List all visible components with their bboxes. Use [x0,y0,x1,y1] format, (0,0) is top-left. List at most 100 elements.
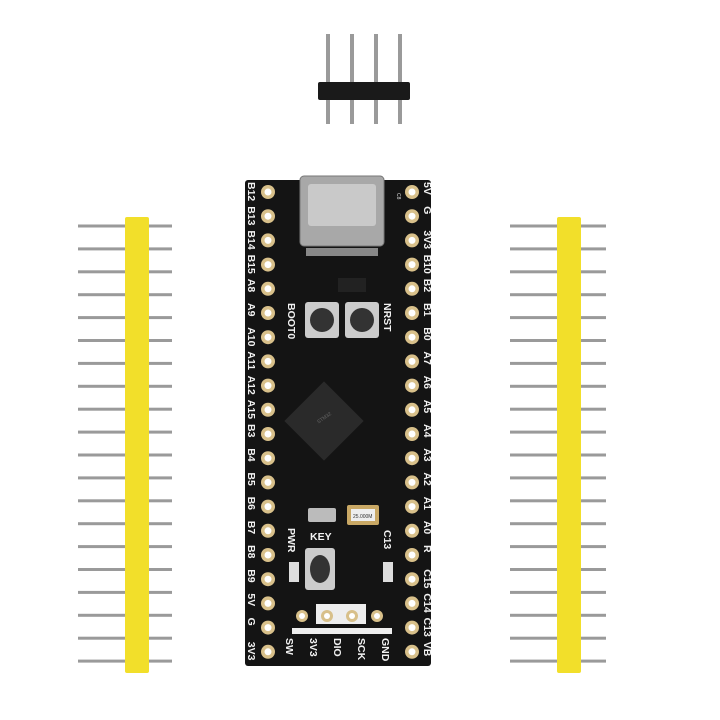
left-pin-header [78,217,172,673]
pin-hole [264,624,272,632]
pin-hole [264,478,272,486]
left-pin-label: A10 [245,327,257,346]
right-pin-label: B0 [421,327,433,341]
main-crystal-top [351,509,375,521]
pin-hole [408,478,416,486]
left-pin-label: B12 [245,182,257,201]
right-pin-label: A0 [421,521,433,535]
left-pin-label: B5 [245,472,257,486]
left-pin-label: B9 [245,569,257,583]
right-pin-label: C13 [421,618,433,637]
left-pin-label: A11 [245,351,257,370]
right-pin-label: C14 [421,593,433,612]
c13-led [383,562,393,582]
pin-hole [264,648,272,656]
left-pin-label: A15 [245,400,257,419]
right-pin-label: C15 [421,569,433,588]
pin-hole [264,406,272,414]
swd-pin-label: GND [379,638,391,662]
left-pin-label: 3V3 [245,642,257,661]
pin-hole [264,285,272,293]
left-pin-label: B13 [245,206,257,225]
pin-hole [264,551,272,559]
left-pin-label: B14 [245,230,257,249]
mcu-chip [284,381,364,461]
right-pin-label: A5 [421,400,433,414]
header-pin [350,34,354,124]
key-label: KEY [310,531,332,543]
pin-hole [264,188,272,196]
regulator-chip [338,278,366,292]
pin-hole [264,575,272,583]
nrst-label: NRST [381,303,393,332]
usb-c-shell [308,184,376,226]
key-button-cap [310,555,330,583]
right-pin-label: A6 [421,376,433,390]
pin-hole [408,236,416,244]
right-pin-label: G [421,206,433,214]
left-pin-label: B15 [245,255,257,274]
pin-hole [408,430,416,438]
swd-pin-label: DIO [331,638,343,657]
pin-hole [264,309,272,317]
swd-pin-label: SW [283,638,295,655]
pin-hole [264,212,272,220]
boot0-label: BOOT0 [285,303,297,339]
right-pin-header [510,217,606,673]
pin-hole [408,575,416,583]
pin-hole [264,430,272,438]
right-pin-label: B2 [421,279,433,293]
left-pin-label: B7 [245,521,257,535]
pin-hole [264,333,272,341]
boot0-button-cap [310,308,334,332]
pin-hole [408,454,416,462]
left-pin-label: B4 [245,448,257,462]
pin-hole [264,357,272,365]
cap-label: C8 [395,193,401,200]
left-pin-label: B3 [245,424,257,438]
right-pin-label: A2 [421,472,433,486]
pin-hole [264,236,272,244]
swd-hole [324,613,330,619]
swd-pin-label: 3V3 [307,638,319,657]
pin-hole [408,333,416,341]
pin-hole [264,382,272,390]
swd-pin-label: SCK [355,638,367,661]
right-pin-label: A3 [421,448,433,462]
right-pin-label: B10 [421,255,433,274]
right-pin-label: A4 [421,424,433,438]
header-pin [374,34,378,124]
pin-hole [408,261,416,269]
pin-hole [408,599,416,607]
pin-hole [408,406,416,414]
crystal-marking: 25.000M [353,514,372,520]
pwr-led [289,562,299,582]
header-plastic [318,82,410,100]
pin-hole [408,188,416,196]
swd-hole [299,613,305,619]
pin-hole [264,261,272,269]
stm32-board: STM32 25.000M BOOT0 NRST PWR KEY C13 C8 … [245,175,433,666]
left-pin-label: A12 [245,376,257,395]
right-pin-label: 3V3 [421,230,433,249]
header-plastic [125,217,149,673]
pin-hole [408,309,416,317]
c13-label: C13 [381,530,393,549]
left-pin-label: B6 [245,497,257,511]
pin-hole [408,527,416,535]
pin-hole [264,503,272,511]
pwr-label: PWR [285,528,297,553]
pin-hole [408,212,416,220]
swd-hole [349,613,355,619]
pin-hole [408,503,416,511]
pin-hole [264,454,272,462]
swd-silk-bar [292,628,392,634]
right-angle-4pin-header [318,34,410,124]
reset-button-cap [350,308,374,332]
left-pin-label: A8 [245,279,257,293]
pin-hole [408,382,416,390]
pin-pads: B12B13B14B15A8A9A10A11A12A15B3B4B5B6B7B8… [245,182,433,662]
pin-hole [264,599,272,607]
